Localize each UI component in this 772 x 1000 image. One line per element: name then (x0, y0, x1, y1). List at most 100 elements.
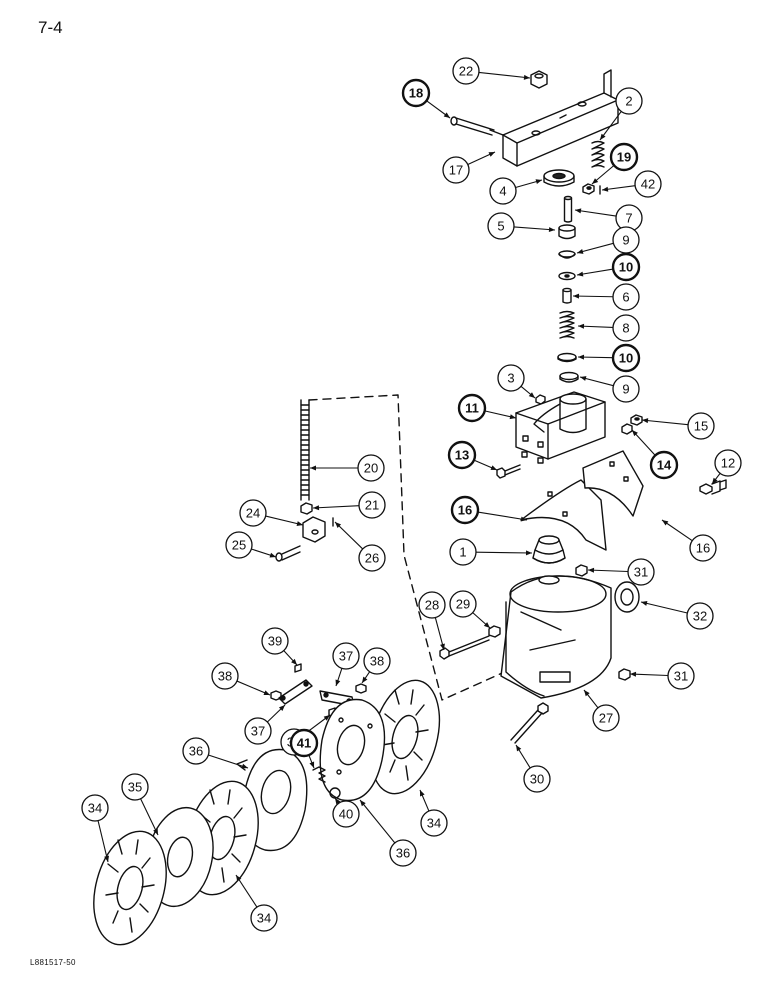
callout-arrowhead (278, 705, 285, 711)
callout-arrowhead (509, 414, 516, 420)
part-7-shaft (563, 195, 573, 223)
callout-arrowhead (323, 715, 330, 721)
callout-circle (420, 809, 448, 837)
callout-arrowhead (310, 465, 316, 471)
part-36-actuator-right (319, 698, 386, 802)
callout-arrowhead (712, 477, 718, 484)
part-30-bolt (510, 702, 549, 744)
callout-circle (121, 773, 149, 801)
callout-arrowhead (578, 354, 585, 360)
callout-35: 35 (121, 773, 149, 801)
callout-circle (225, 531, 253, 559)
callout-leader (208, 754, 249, 769)
callout-19: 19 (609, 142, 639, 172)
callout-leader (359, 799, 396, 844)
callout-circle (211, 662, 239, 690)
callout-label: 8 (622, 321, 629, 336)
callout-16: 16 (689, 534, 717, 562)
callout-34: 34 (420, 809, 448, 837)
callout-arrowhead (313, 505, 320, 511)
callout-leader (140, 798, 159, 836)
part-38-nut-left (270, 690, 282, 701)
callout-leader (478, 71, 531, 79)
callout-arrowhead (440, 643, 445, 650)
callout-arrowhead (577, 271, 584, 277)
callout-circle (649, 450, 679, 480)
callout-arrowhead (578, 323, 585, 329)
callout-arrowhead (296, 521, 303, 527)
callout-arrowhead (573, 293, 580, 299)
callout-34: 34 (250, 904, 278, 932)
callout-circle (450, 495, 480, 525)
callout-36: 36 (389, 839, 417, 867)
callout-34: 34 (81, 794, 109, 822)
part-16-plate-right (582, 450, 644, 517)
callout-arrowhead (516, 745, 522, 752)
part-11-housing (515, 391, 606, 464)
callout-label: 2 (625, 94, 632, 109)
callout-leader (574, 209, 617, 217)
callout-24: 24 (239, 499, 267, 527)
callout-arrowhead (335, 679, 341, 686)
part-15-washer (630, 414, 643, 426)
callout-leader (513, 226, 556, 231)
callout-30: 30 (523, 765, 551, 793)
part-14-nut (621, 423, 633, 435)
callout-label: 3 (507, 371, 514, 386)
callout-31: 31 (667, 662, 695, 690)
callout-4: 4 (489, 177, 517, 205)
callout-20: 20 (357, 454, 385, 482)
callout-arrowhead (488, 152, 495, 157)
callout-label: 16 (458, 503, 472, 518)
callout-3: 3 (497, 364, 525, 392)
callout-label: 37 (339, 649, 353, 664)
callout-arrowhead (632, 430, 638, 437)
callout-label: 10 (619, 260, 633, 275)
callout-10: 10 (611, 343, 641, 373)
callout-label: 9 (622, 382, 629, 397)
callout-label: 31 (674, 669, 688, 684)
callout-label: 36 (189, 744, 203, 759)
callout-label: 11 (465, 401, 479, 416)
part-28-bolt (439, 635, 490, 660)
callout-label: 38 (218, 669, 232, 684)
callout-label: 22 (459, 64, 473, 79)
callout-label: 17 (449, 163, 463, 178)
callout-circle (358, 491, 386, 519)
callout-29: 29 (449, 590, 477, 618)
callout-circle (332, 642, 360, 670)
callout-9: 9 (612, 375, 640, 403)
callout-circle (592, 704, 620, 732)
callout-26: 26 (358, 544, 386, 572)
callout-leader (587, 569, 629, 573)
part-10-washer-upper (558, 271, 576, 281)
part-18-pin (450, 116, 495, 136)
callout-label: 34 (88, 801, 102, 816)
callout-label: 38 (370, 654, 384, 669)
part-3-fitting (535, 394, 546, 405)
callout-circle (449, 538, 477, 566)
part-20-rod (300, 399, 310, 501)
callout-label: 35 (128, 780, 142, 795)
callout-arrowhead (584, 690, 590, 697)
callout-32: 32 (686, 602, 714, 630)
callout-circle (487, 212, 515, 240)
callout-label: 36 (396, 846, 410, 861)
callout-label: 14 (657, 458, 672, 473)
callout-circle (244, 717, 272, 745)
callout-leader (629, 673, 669, 677)
figure-code: L881517-50 (30, 958, 76, 967)
callout-circle (250, 904, 278, 932)
callout-label: 24 (246, 506, 260, 521)
callout-41: 41 (289, 728, 319, 758)
part-1-boot (532, 535, 566, 564)
callout-label: 1 (459, 545, 466, 560)
callout-label: 15 (694, 419, 708, 434)
callout-label: 27 (599, 711, 613, 726)
callout-label: 7 (625, 211, 632, 226)
callout-37: 37 (332, 642, 360, 670)
page-number: 7-4 (38, 18, 63, 37)
callout-17: 17 (442, 156, 470, 184)
callout-label: 29 (456, 597, 470, 612)
